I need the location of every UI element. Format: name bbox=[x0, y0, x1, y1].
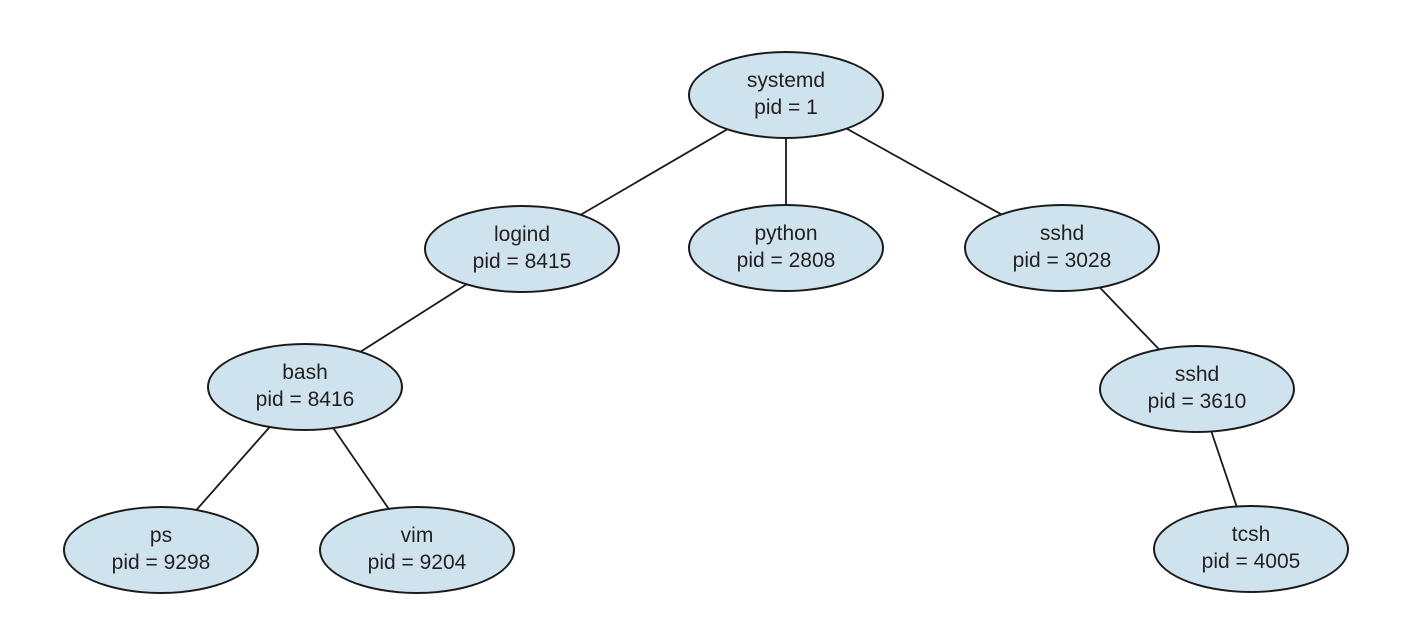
process-name: ps bbox=[149, 524, 173, 548]
process-pid: pid = 3610 bbox=[1147, 390, 1247, 413]
process-node-logind: logind pid = 8415 bbox=[424, 205, 620, 293]
process-pid: pid = 2808 bbox=[736, 249, 836, 272]
process-node-sshd-3610: sshd pid = 3610 bbox=[1099, 345, 1295, 433]
process-name: logind bbox=[493, 223, 551, 247]
process-name: sshd bbox=[1039, 222, 1085, 246]
process-pid: pid = 8416 bbox=[255, 388, 355, 411]
process-node-tcsh: tcsh pid = 4005 bbox=[1153, 505, 1349, 593]
process-name: tcsh bbox=[1231, 523, 1271, 547]
process-node-ps: ps pid = 9298 bbox=[63, 506, 259, 594]
process-name: systemd bbox=[746, 69, 826, 93]
process-node-vim: vim pid = 9204 bbox=[319, 506, 515, 594]
process-node-python: python pid = 2808 bbox=[688, 204, 884, 292]
process-pid: pid = 4005 bbox=[1201, 550, 1301, 573]
process-pid: pid = 1 bbox=[754, 96, 818, 119]
process-name: vim bbox=[400, 524, 434, 548]
process-name: python bbox=[754, 222, 818, 246]
process-pid: pid = 3028 bbox=[1012, 249, 1112, 272]
process-node-systemd: systemd pid = 1 bbox=[688, 51, 884, 139]
process-node-bash: bash pid = 8416 bbox=[207, 343, 403, 431]
process-name: sshd bbox=[1174, 363, 1220, 387]
process-name: bash bbox=[282, 361, 328, 385]
process-pid: pid = 9204 bbox=[367, 551, 467, 574]
process-node-sshd-3028: sshd pid = 3028 bbox=[964, 204, 1160, 292]
process-pid: pid = 8415 bbox=[472, 250, 572, 273]
process-pid: pid = 9298 bbox=[111, 551, 211, 574]
